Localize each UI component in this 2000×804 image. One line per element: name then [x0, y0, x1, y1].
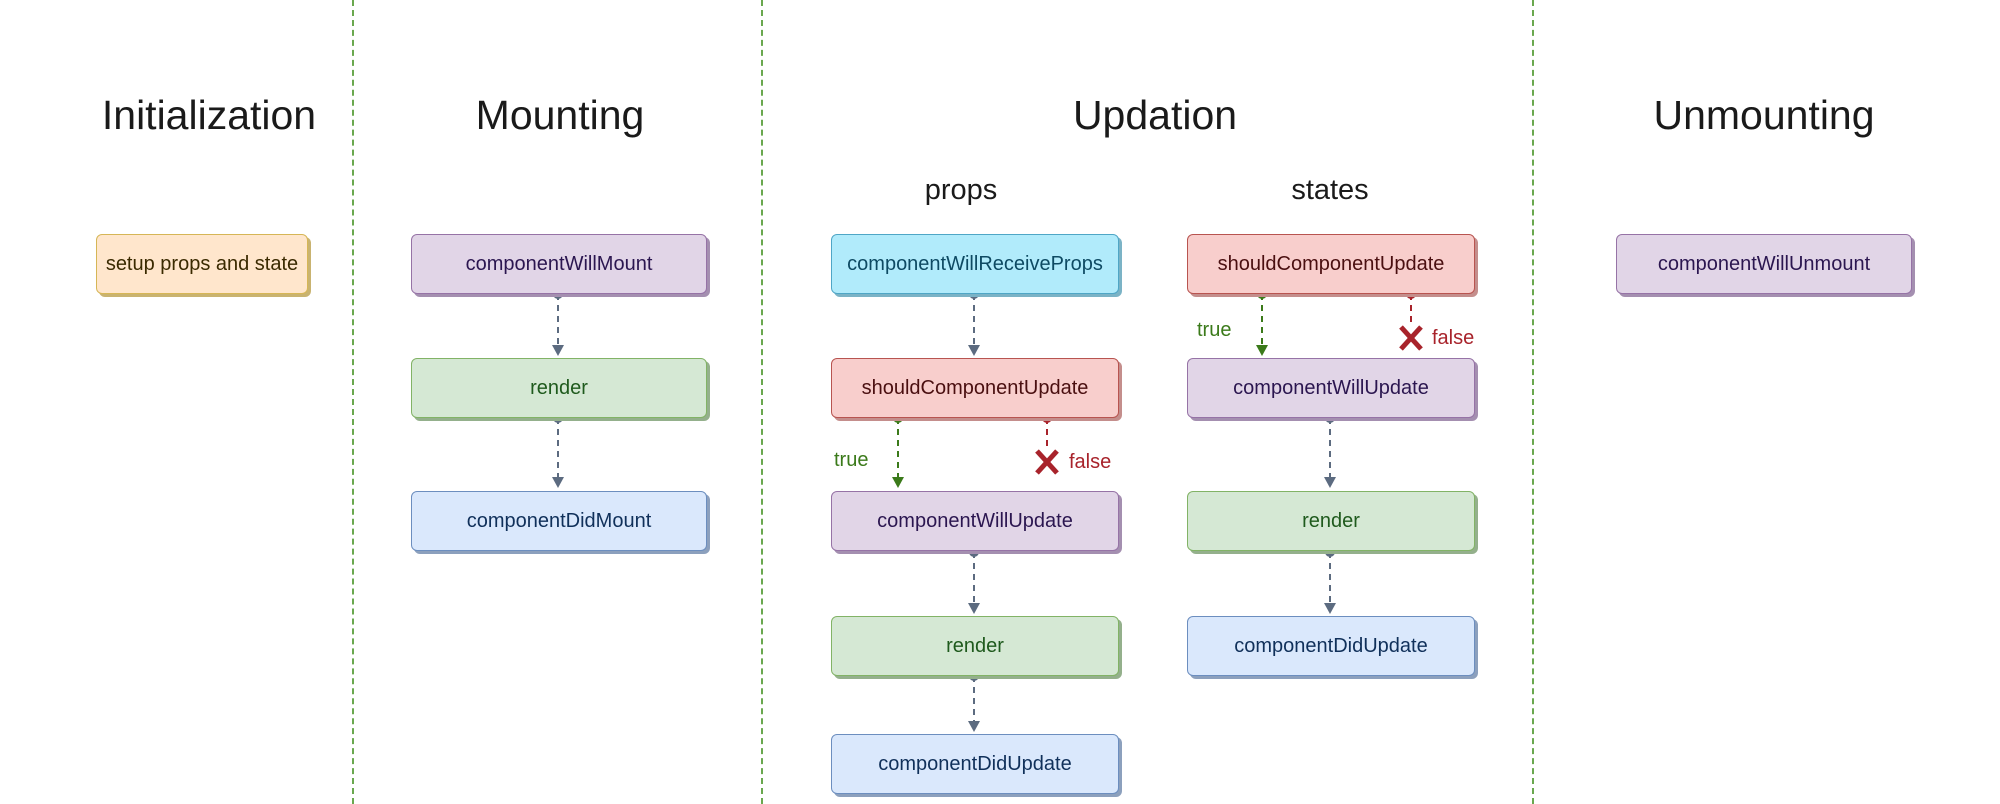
states-should-component-update-node: shouldComponentUpdate [1187, 234, 1475, 294]
props-component-did-update-node: componentDidUpdate [831, 734, 1119, 794]
connector-mount-1 [552, 289, 564, 356]
connector-props-1 [968, 289, 980, 356]
divider-mounting-updation [761, 0, 763, 804]
props-false-label: false [1069, 451, 1112, 473]
states-component-will-update-node: componentWillUpdate [1187, 358, 1475, 418]
connector-mount-2 [552, 413, 564, 488]
connector-states-3 [1324, 547, 1336, 614]
cross-icon [1399, 325, 1423, 351]
connector-props-true [892, 413, 904, 488]
connector-props-2 [968, 547, 980, 614]
component-will-mount-node: componentWillMount [411, 234, 707, 294]
cross-icon [1035, 449, 1059, 475]
props-component-will-receive-props-node: componentWillReceiveProps [831, 234, 1119, 294]
phase-title-mounting: Mounting [475, 92, 645, 138]
connector-states-2 [1324, 413, 1336, 488]
connector-states-true [1256, 289, 1268, 356]
phase-title-updation: Updation [1072, 92, 1238, 138]
phase-title-initialization: Initialization [101, 92, 317, 138]
subheading-props: props [924, 174, 998, 206]
subheading-states: states [1291, 174, 1369, 206]
divider-updation-unmounting [1532, 0, 1534, 804]
divider-initialization-mounting [352, 0, 354, 804]
states-true-label: true [1197, 319, 1232, 341]
component-did-mount-node: componentDidMount [411, 491, 707, 551]
props-render-node: render [831, 616, 1119, 676]
states-false-label: false [1432, 327, 1475, 349]
states-render-node: render [1187, 491, 1475, 551]
phase-title-unmounting: Unmounting [1653, 92, 1875, 138]
props-component-will-update-node: componentWillUpdate [831, 491, 1119, 551]
mounting-render-node: render [411, 358, 707, 418]
setup-props-and-state-node: setup props and state [96, 234, 308, 294]
props-should-component-update-node: shouldComponentUpdate [831, 358, 1119, 418]
states-component-did-update-node: componentDidUpdate [1187, 616, 1475, 676]
connector-props-3 [968, 671, 980, 732]
component-will-unmount-node: componentWillUnmount [1616, 234, 1912, 294]
props-true-label: true [834, 449, 869, 471]
